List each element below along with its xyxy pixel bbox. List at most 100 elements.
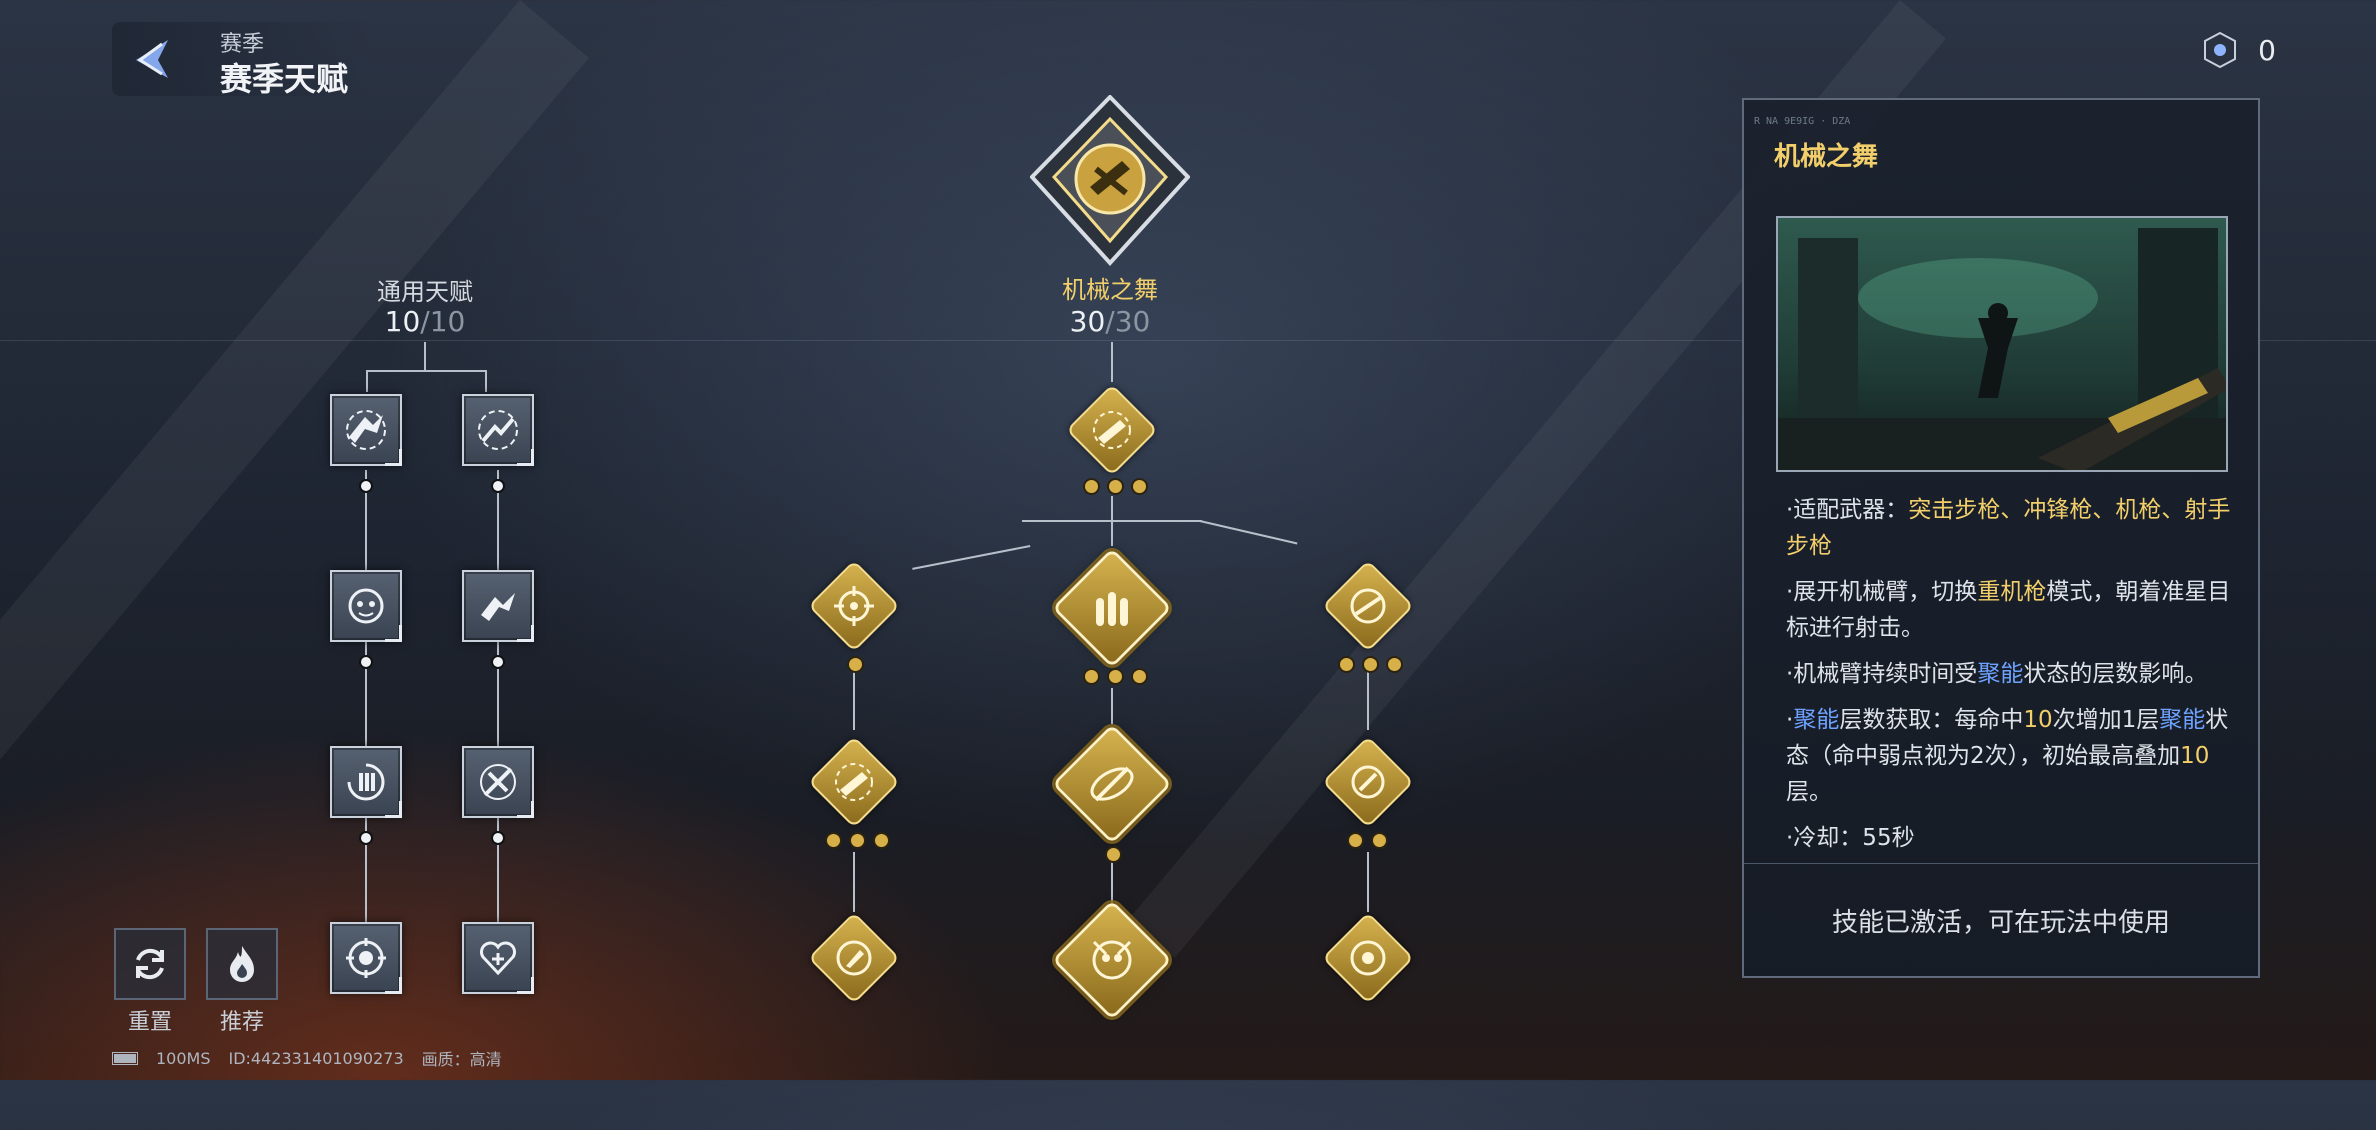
no-fire-icon (1350, 588, 1386, 624)
mech-talent-node[interactable] (1322, 736, 1414, 828)
desc-line: ·聚能层数获取：每命中10次增加1层聚能状态（命中弱点视为2次），初始最高叠加1… (1786, 707, 2229, 805)
mech-talent-node[interactable] (1322, 912, 1414, 1004)
connector-line (1111, 688, 1113, 724)
connector-line (912, 545, 1031, 570)
preview-scene (1778, 218, 2226, 470)
recommend-label: 推荐 (219, 1010, 264, 1035)
talent-level-pips (1083, 478, 1148, 495)
mech-talent-node[interactable] (808, 736, 900, 828)
talent-level-pips (1347, 832, 1388, 849)
target-face-icon (348, 588, 384, 624)
connector-line (1111, 342, 1113, 382)
refresh-icon (136, 948, 164, 980)
ammo-stack-icon (1096, 592, 1128, 626)
shield-target-icon (346, 938, 386, 978)
skill-activated-status: 技能已激活，可在玩法中使用 (1744, 863, 2258, 976)
mech-talent-node-root[interactable] (1066, 384, 1158, 476)
talent-point-icon (2204, 31, 2237, 69)
talent-level-pips (1105, 846, 1122, 863)
talent-level-dot (359, 655, 373, 669)
rotating-blade-icon (1351, 765, 1385, 799)
general-talent-node[interactable] (462, 570, 534, 642)
burst-fire-icon (481, 593, 515, 621)
talent-point-count: 0 (2258, 33, 2276, 67)
talent-level-pips (847, 656, 864, 673)
ping-text: 100MS (156, 1048, 211, 1068)
talent-level-dot (491, 479, 505, 493)
connector-line (1111, 860, 1113, 904)
skill-preview-image (1776, 216, 2228, 472)
general-talent-node[interactable] (462, 922, 534, 994)
connector-line (366, 370, 368, 392)
mech-arm-icon (835, 763, 873, 801)
skull-target-icon (1092, 940, 1132, 980)
mech-talent-node[interactable] (1322, 560, 1414, 652)
desc-line: ·展开机械臂，切换重机枪模式，朝着准星目标进行射击。 (1786, 579, 2231, 641)
crossed-blade-icon (480, 764, 516, 800)
background-line (0, 340, 2376, 341)
talent-level-pips (1338, 656, 1403, 673)
back-button[interactable] (128, 34, 176, 82)
header-subtitle: 赛季 (220, 32, 265, 57)
general-talent-node[interactable] (462, 746, 534, 818)
talent-level-dot (359, 831, 373, 845)
desc-line: ·机械臂持续时间受聚能状态的层数影响。 (1786, 661, 2208, 687)
mech-talent-node[interactable] (808, 912, 900, 1004)
recommend-button[interactable] (206, 928, 278, 1000)
mech-dance-title: 机械之舞 (1062, 276, 1158, 304)
talent-level-dot (491, 831, 505, 845)
reset-button[interactable] (114, 928, 186, 1000)
battery-icon (112, 1051, 138, 1065)
weapon-compat-line: ·适配武器：突击步枪、冲锋枪、机枪、射手步枪 (1786, 497, 2231, 559)
heart-heal-icon (480, 941, 516, 976)
mech-dance-emblem-icon (1030, 95, 1190, 266)
connector-line (424, 342, 426, 370)
general-talent-node[interactable] (330, 746, 402, 818)
talent-level-pips (825, 832, 890, 849)
tactical-burst-icon (346, 410, 386, 450)
connector-line (485, 370, 487, 392)
panel-code: R NA 9E9IG · DZA (1754, 116, 1851, 127)
page-header: 赛季 赛季天赋 (112, 22, 372, 98)
cooldown-line: ·冷却：55秒 (1786, 825, 1915, 851)
mech-talent-node[interactable] (1052, 548, 1172, 668)
talent-level-pips (1083, 668, 1148, 685)
talent-points: 0 (2200, 30, 2276, 70)
general-talent-node[interactable] (330, 570, 402, 642)
mech-talent-node[interactable] (808, 560, 900, 652)
ammo-reload-icon (347, 763, 385, 801)
general-talent-node[interactable] (462, 394, 534, 466)
page-title: 赛季天赋 (220, 60, 349, 98)
connector-line (1367, 852, 1369, 912)
mech-dance-count: 30/30 (1069, 305, 1151, 338)
general-talent-count: 10/10 (384, 305, 466, 338)
status-bar: 100MS ID:442331401090273 画质：高清 (112, 1046, 502, 1070)
back-arrow-icon (136, 40, 168, 78)
connector-line (853, 852, 855, 912)
quality-text: 画质：高清 (421, 1050, 502, 1069)
general-talent-node[interactable] (330, 394, 402, 466)
panel-title: 机械之舞 (1774, 142, 1879, 172)
rocket-icon (836, 940, 872, 976)
mech-talent-node[interactable] (1052, 724, 1172, 844)
mech-talent-node[interactable] (1052, 900, 1172, 1020)
shield-icon (1350, 940, 1386, 976)
orbit-strike-icon (1090, 766, 1134, 802)
flame-icon (230, 946, 254, 982)
talent-level-dot (359, 479, 373, 493)
connector-line (1367, 670, 1369, 730)
general-talent-title: 通用天赋 (377, 278, 473, 306)
connector-line (1022, 520, 1202, 522)
connector-line (365, 470, 367, 950)
connector-line (1199, 520, 1298, 545)
connector-line (853, 670, 855, 730)
explosion-icon (478, 410, 518, 450)
general-talent-node[interactable] (330, 922, 402, 994)
connector-line (366, 370, 486, 372)
reset-label: 重置 (127, 1010, 172, 1035)
mech-gun-icon (1093, 411, 1131, 449)
panel-description: ·适配武器：突击步枪、冲锋枪、机枪、射手步枪 ·展开机械臂，切换重机枪模式，朝着… (1786, 492, 2236, 932)
talent-level-dot (491, 655, 505, 669)
connector-line (497, 470, 499, 950)
talent-detail-panel: R NA 9E9IG · DZA 机械之舞 ·适配武器：突击步枪、冲锋枪、机枪、… (1742, 98, 2260, 978)
